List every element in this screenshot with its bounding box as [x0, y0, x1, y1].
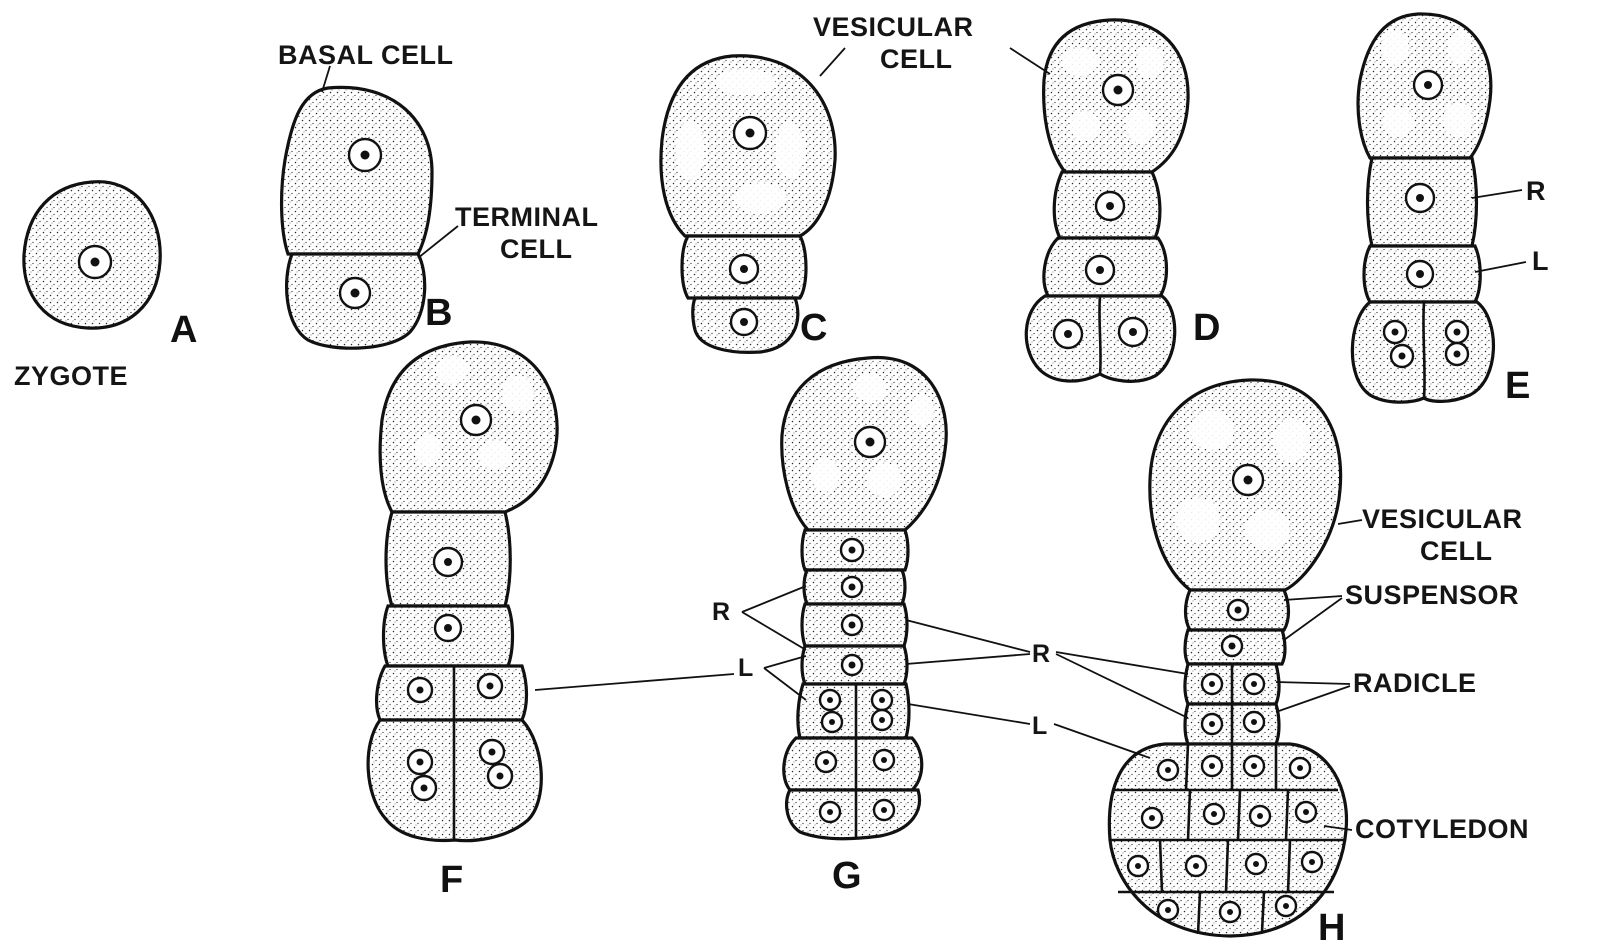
h-vesicular-cell-label-line1: VESICULAR [1362, 504, 1523, 534]
gh-shared-labels: R L [906, 620, 1188, 758]
stage-letter-a: A [170, 309, 197, 351]
stage-letter-c: C [800, 307, 827, 349]
stage-letter-h: H [1318, 907, 1345, 945]
g-r-label: R [712, 598, 730, 626]
h-vesicular-cell-label-line2: CELL [1420, 536, 1493, 566]
zygote-label: ZYGOTE [14, 361, 128, 391]
stage-c-three-cell: VESICULAR CELL C [661, 12, 974, 352]
stage-d-four-cell: D [1010, 20, 1220, 381]
suspensor-label: SUSPENSOR [1345, 580, 1519, 610]
shared-l-label: L [1032, 712, 1047, 740]
terminal-cell-label-line2: CELL [500, 234, 573, 264]
e-l-label: L [1532, 246, 1549, 276]
vesicular-cell-label-top-line2: CELL [880, 44, 953, 74]
stage-letter-f: F [440, 859, 463, 901]
terminal-cell-label-line1: TERMINAL [455, 202, 598, 232]
stage-letter-e: E [1505, 365, 1530, 407]
e-r-label: R [1526, 176, 1546, 206]
vesicular-cell-label-top-line1: VESICULAR [813, 12, 974, 42]
stage-letter-d: D [1193, 307, 1220, 349]
stage-b-two-cell: BASAL CELL TERMINAL CELL B [278, 40, 598, 348]
g-l-label: L [738, 654, 753, 682]
shared-r-label: R [1032, 640, 1050, 668]
stage-letter-g: G [832, 855, 862, 897]
stage-f-embryo: F [368, 342, 557, 901]
stage-h-embryo: VESICULAR CELL SUSPENSOR RADICLE COTYLED… [1109, 380, 1529, 945]
stage-letter-b: B [425, 292, 452, 334]
radicle-label: RADICLE [1353, 668, 1477, 698]
stage-e-embryo: R L E [1352, 14, 1549, 407]
stage-a-zygote: A ZYGOTE [14, 182, 197, 391]
stage-g-embryo: G [782, 358, 947, 897]
cotyledon-label: COTYLEDON [1355, 814, 1529, 844]
g-left-labels: R L [535, 586, 806, 700]
basal-cell-label: BASAL CELL [278, 40, 454, 70]
